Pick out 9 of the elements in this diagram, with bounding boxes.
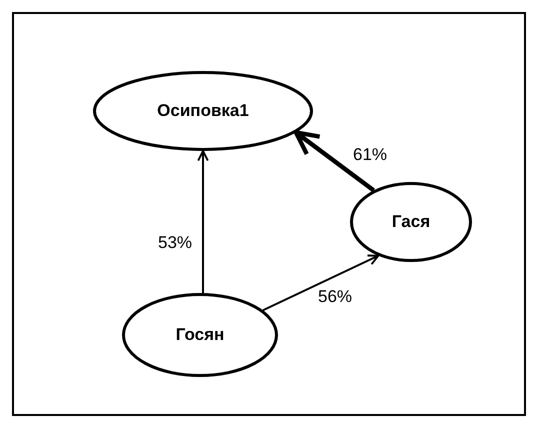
- arrow: [197, 150, 209, 294]
- node-label: Осиповка1: [157, 101, 249, 121]
- arrow: [294, 130, 376, 192]
- ellipse-node: [93, 71, 313, 151]
- node-label: Гася: [392, 212, 430, 232]
- ellipse-node: [122, 293, 278, 377]
- arrow: [262, 254, 380, 312]
- node-label: Госян: [176, 325, 224, 345]
- ellipse-node: [350, 182, 472, 262]
